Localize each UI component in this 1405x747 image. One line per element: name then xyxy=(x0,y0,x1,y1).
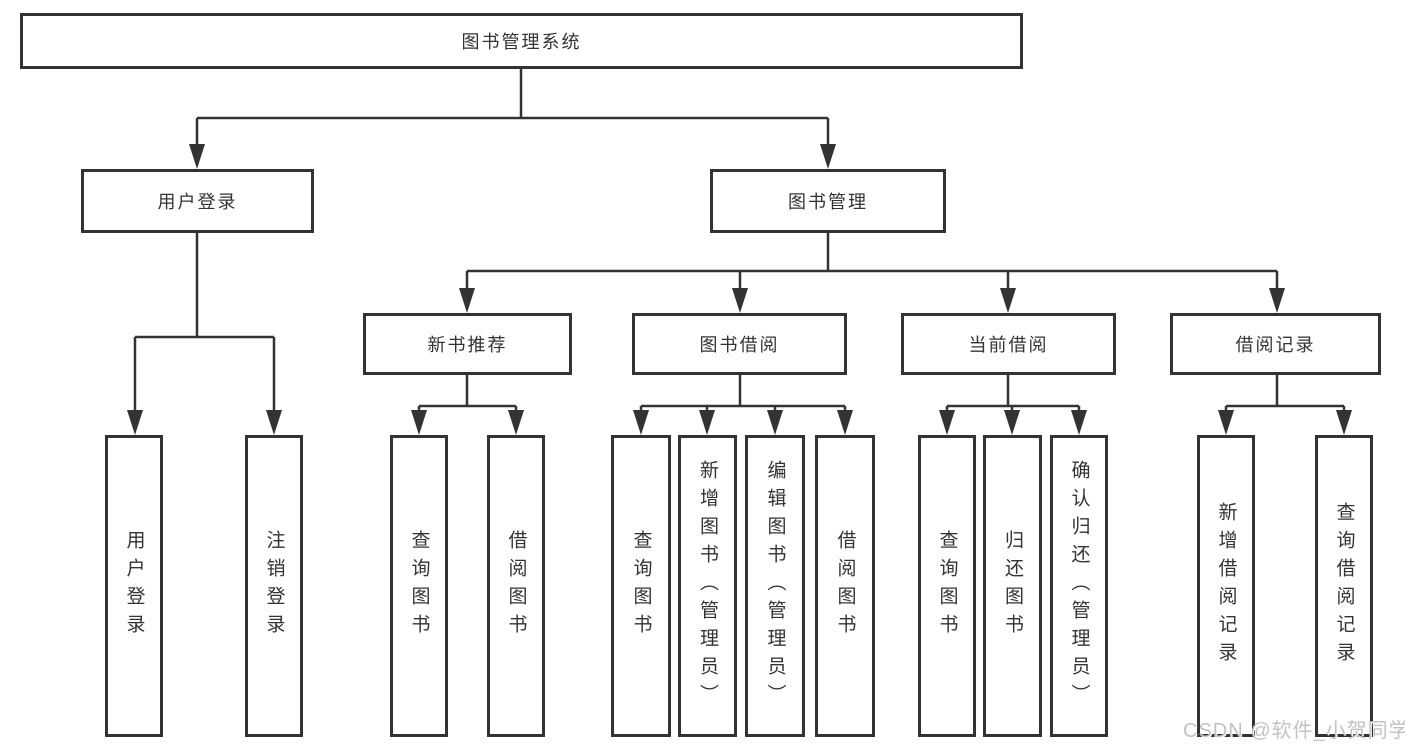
node-cb-confirm-return-admin-label: 确认归还（管理员） xyxy=(1068,460,1090,712)
node-current-borrowing: 当前借阅 xyxy=(901,313,1116,375)
node-current-borrowing-label: 当前借阅 xyxy=(968,335,1049,355)
node-book-borrowing: 图书借阅 xyxy=(632,313,847,375)
arrowhead xyxy=(411,410,427,435)
arrowhead xyxy=(1218,410,1234,435)
node-cb-query-books: 查询图书 xyxy=(918,435,976,737)
connector-user-login-children xyxy=(127,233,282,435)
arrowhead xyxy=(1000,288,1016,313)
arrowhead xyxy=(266,410,282,435)
node-user-login-label: 用户登录 xyxy=(157,192,238,212)
node-cb-return-books-label: 归还图书 xyxy=(1002,530,1023,642)
node-user-login-action: 用户登录 xyxy=(105,435,163,737)
arrowhead xyxy=(1004,410,1020,435)
node-bb-edit-books-admin-label: 编辑图书（管理员） xyxy=(764,460,786,712)
arrowhead xyxy=(189,144,205,169)
arrowhead xyxy=(127,410,143,435)
arrowhead xyxy=(508,410,524,435)
node-br-add-record: 新增借阅记录 xyxy=(1197,435,1255,737)
node-new-book-recommend-label: 新书推荐 xyxy=(427,335,508,355)
connector-book-borrowing-children xyxy=(633,375,853,435)
node-bb-borrow-books: 借阅图书 xyxy=(815,435,875,737)
node-borrowing-records-label: 借阅记录 xyxy=(1235,335,1316,355)
arrowhead xyxy=(1071,410,1087,435)
arrowhead xyxy=(837,410,853,435)
connector-new-book-recommend-children xyxy=(411,375,524,435)
node-book-management-label: 图书管理 xyxy=(788,192,868,212)
node-nbr-borrow-books: 借阅图书 xyxy=(487,435,545,737)
connector-root-to-level2 xyxy=(189,69,836,169)
node-root: 图书管理系统 xyxy=(20,13,1023,69)
node-br-query-record: 查询借阅记录 xyxy=(1315,435,1373,737)
arrowhead xyxy=(1336,410,1352,435)
node-cb-confirm-return-admin: 确认归还（管理员） xyxy=(1050,435,1108,737)
node-bb-add-books-admin: 新增图书（管理员） xyxy=(678,435,737,737)
node-user-login-action-label: 用户登录 xyxy=(123,530,145,642)
arrowhead xyxy=(732,288,748,313)
arrowhead xyxy=(820,144,836,169)
node-br-add-record-label: 新增借阅记录 xyxy=(1215,502,1237,670)
arrowhead xyxy=(767,410,783,435)
node-book-management: 图书管理 xyxy=(710,169,946,233)
node-br-query-record-label: 查询借阅记录 xyxy=(1333,502,1355,670)
arrowhead xyxy=(939,410,955,435)
arrowhead xyxy=(459,288,475,313)
node-logout: 注销登录 xyxy=(245,435,303,737)
node-nbr-query-books: 查询图书 xyxy=(390,435,448,737)
node-book-borrowing-label: 图书借阅 xyxy=(699,335,780,355)
connector-borrowing-records-children xyxy=(1218,375,1352,435)
node-logout-label: 注销登录 xyxy=(263,530,285,642)
node-user-login: 用户登录 xyxy=(81,169,314,233)
node-borrowing-records: 借阅记录 xyxy=(1170,313,1381,375)
node-root-label: 图书管理系统 xyxy=(461,32,582,52)
node-bb-edit-books-admin: 编辑图书（管理员） xyxy=(745,435,805,737)
node-new-book-recommend: 新书推荐 xyxy=(363,313,572,375)
arrowhead xyxy=(633,410,649,435)
node-cb-return-books: 归还图书 xyxy=(983,435,1042,737)
connector-book-management-children xyxy=(459,233,1285,313)
node-cb-query-books-label: 查询图书 xyxy=(936,530,958,642)
node-bb-query-books-label: 查询图书 xyxy=(630,530,652,642)
arrowhead xyxy=(699,410,715,435)
node-bb-query-books: 查询图书 xyxy=(611,435,671,737)
arrowhead xyxy=(1269,288,1285,313)
csdn-watermark: CSDN @软件_小贺同学 xyxy=(1183,720,1405,742)
node-bb-borrow-books-label: 借阅图书 xyxy=(834,530,856,642)
connector-current-borrowing-children xyxy=(939,375,1087,435)
node-bb-add-books-admin-label: 新增图书（管理员） xyxy=(697,460,718,712)
node-nbr-borrow-books-label: 借阅图书 xyxy=(505,530,527,642)
node-nbr-query-books-label: 查询图书 xyxy=(408,530,430,642)
